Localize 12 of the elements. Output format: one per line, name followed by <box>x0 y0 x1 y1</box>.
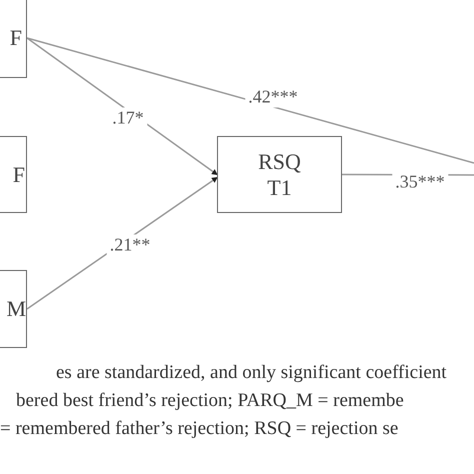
variable-name: RSQ T1 <box>257 148 302 200</box>
variable-name: M <box>6 296 26 322</box>
note-text: = remembered father’s rejection; RSQ = rejection se <box>0 418 398 440</box>
variable-box <box>0 0 27 78</box>
variable-box <box>217 136 342 213</box>
note-text: es are standardized, and only significant coefficient <box>56 362 447 384</box>
variable-box <box>0 270 27 348</box>
variable-name: F <box>10 25 22 51</box>
note-text: bered best friend’s rejection; PARQ_M = remembe <box>16 390 404 412</box>
path-arrow <box>26 37 218 176</box>
variable-name: F <box>12 162 25 188</box>
variable-box <box>0 136 27 213</box>
